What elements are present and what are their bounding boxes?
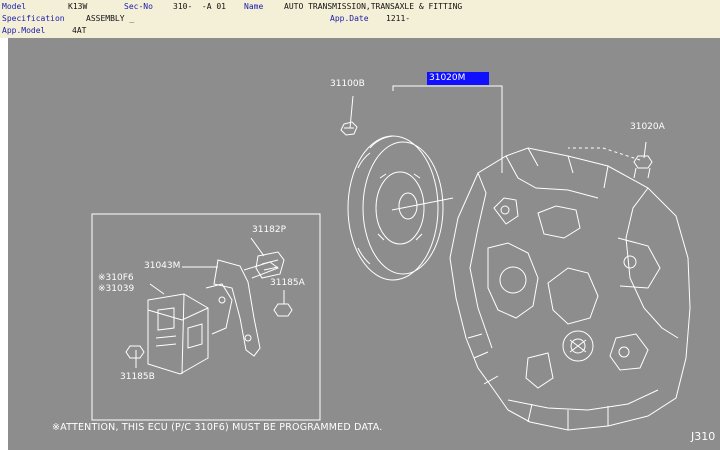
bolt-31185a-icon <box>273 303 293 317</box>
exploded-view <box>91 85 691 431</box>
parts-drawing: 31100B 31020M 31020A 31182P 31043M ※310F… <box>8 38 720 450</box>
sec-no-value: 310- -A 01 <box>173 2 226 11</box>
sec-no-label: Sec-No <box>124 2 153 11</box>
part-label-31020m-selected[interactable]: 31020M <box>427 72 489 85</box>
torque-converter-icon <box>347 135 444 281</box>
part-label-31020m-text: 31020M <box>429 73 466 83</box>
part-label-31100b[interactable]: 31100B <box>330 79 365 89</box>
attention-note: ※ATTENTION, THIS ECU (P/C 310F6) MUST BE… <box>52 422 383 433</box>
leader-bolt-dash <box>568 147 641 161</box>
part-label-31020a[interactable]: 31020A <box>630 122 665 132</box>
app-model-value: 4AT <box>72 26 87 35</box>
name-value: AUTO TRANSMISSION,TRANSAXLE & FITTING <box>284 2 463 11</box>
bracket-31043m-icon <box>205 259 280 357</box>
name-label: Name <box>244 2 264 11</box>
app-model-label: App.Model <box>2 26 46 35</box>
bolt-31185b-icon <box>125 345 145 359</box>
app-date-label: App.Date <box>330 14 369 23</box>
bolt-31100b-icon <box>340 121 358 136</box>
ecu-detail-frame <box>91 213 321 421</box>
specification-label: Specification <box>2 14 65 23</box>
header-bar: Model K13W Sec-No 310- -A 01 Name AUTO T… <box>0 0 720 38</box>
transmission-assembly-icon <box>449 147 691 431</box>
part-label-31185b[interactable]: 31185B <box>120 372 155 382</box>
bolt-31020a-icon <box>633 155 653 179</box>
leader-31020m <box>392 85 503 173</box>
part-label-310f6[interactable]: ※310F6 <box>98 273 134 283</box>
leader-converter-mount <box>391 197 454 211</box>
leader-31182p <box>250 237 265 257</box>
part-label-31185a[interactable]: 31185A <box>270 278 305 288</box>
parts-diagram-canvas: 31100B 31020M 31020A 31182P 31043M ※310F… <box>0 38 720 450</box>
figure-number: J310 <box>691 430 716 443</box>
model-label: Model <box>2 2 27 11</box>
part-label-31182p[interactable]: 31182P <box>252 225 287 235</box>
specification-value: ASSEMBLY _ <box>86 14 135 23</box>
leader-310f6 <box>149 283 165 295</box>
leader-31020a <box>643 141 647 159</box>
part-label-31039[interactable]: ※31039 <box>98 284 135 294</box>
part-label-31043m[interactable]: 31043M <box>144 261 181 271</box>
ecu-310f6-icon <box>147 293 209 375</box>
model-value: K13W <box>68 2 88 11</box>
connector-31182p-icon <box>255 251 285 279</box>
app-date-value: 1211- <box>386 14 411 23</box>
